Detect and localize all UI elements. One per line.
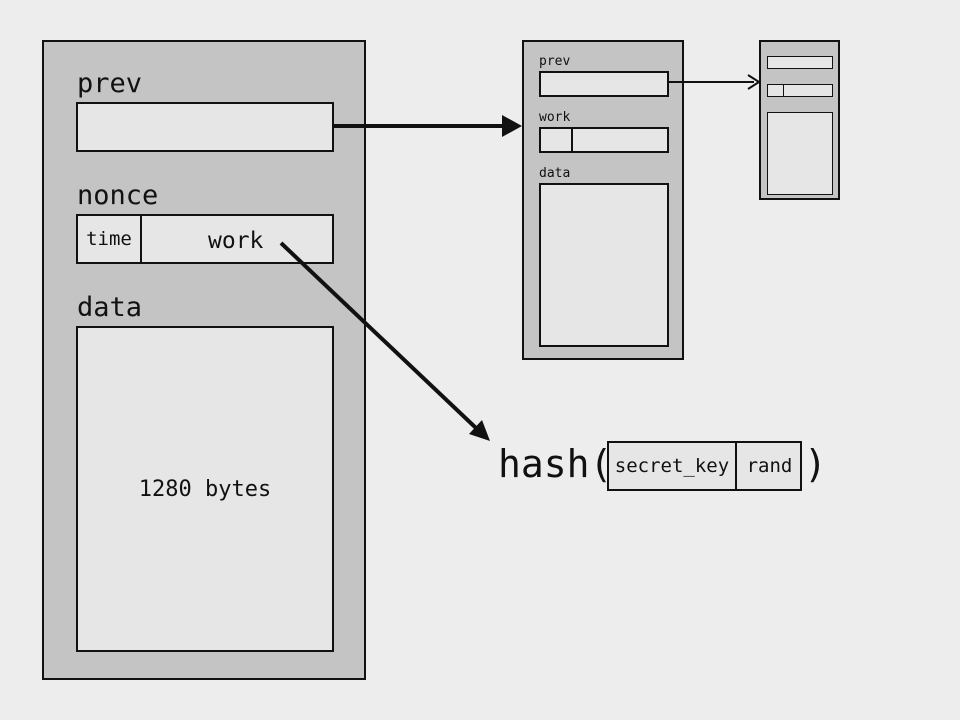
arrow-work-to-hash — [279, 241, 478, 430]
main-data-field: 1280 bytes — [76, 326, 334, 652]
main-time-cell: time — [78, 216, 142, 262]
middle-work-divider — [571, 129, 573, 151]
middle-work-field — [539, 127, 669, 153]
hash-args-box: secret_key rand — [607, 441, 802, 491]
main-data-size: 1280 bytes — [138, 476, 272, 502]
middle-prev-field — [539, 71, 669, 97]
hash-arg2-cell: rand — [739, 443, 800, 489]
main-block: prev nonce time work data 1280 bytes — [42, 40, 366, 680]
middle-prev-label: prev — [539, 54, 571, 69]
main-prev-label: prev — [77, 68, 143, 99]
hash-arg2: rand — [746, 455, 793, 477]
arrow-middle-to-small-head — [747, 74, 761, 90]
main-data-label: data — [77, 292, 143, 323]
main-work-label: work — [208, 228, 264, 254]
small-work-divider — [783, 85, 784, 96]
hash-close-paren: ) — [804, 442, 827, 486]
main-nonce-field: time work — [76, 214, 334, 264]
hash-arg1-cell: secret_key — [609, 443, 737, 489]
hash-arg1: secret_key — [614, 455, 730, 477]
main-time-label: time — [86, 228, 132, 250]
middle-data-field — [539, 183, 669, 347]
arrow-work-to-hash-head — [469, 420, 490, 441]
main-prev-field — [76, 102, 334, 152]
small-block — [759, 40, 840, 200]
hash-func: hash( — [498, 442, 613, 486]
middle-data-label: data — [539, 166, 571, 181]
middle-work-label: work — [539, 110, 571, 125]
middle-block: prev work data — [522, 40, 684, 360]
arrow-main-to-middle-head — [502, 115, 522, 137]
small-data-field — [767, 112, 833, 195]
main-nonce-label: nonce — [77, 180, 159, 211]
small-work-field — [767, 84, 833, 97]
small-prev-field — [767, 56, 833, 69]
